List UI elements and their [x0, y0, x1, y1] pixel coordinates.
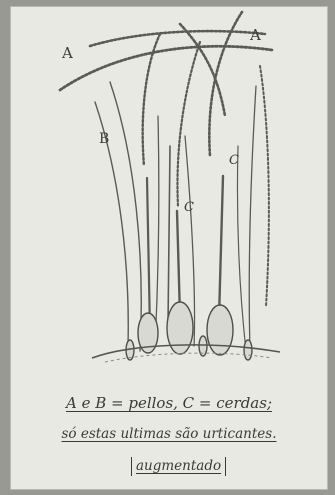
bristle-c-4	[168, 146, 170, 326]
bristle-c-1	[147, 178, 150, 331]
label-a-right: A	[250, 28, 261, 43]
hair-b-5	[249, 86, 256, 351]
label-c-center: C	[184, 201, 194, 214]
follicle-3	[207, 305, 233, 355]
caption-line-3: augmentado	[131, 457, 226, 476]
follicle-2	[167, 302, 193, 354]
bristle-c-3	[219, 176, 223, 318]
hair-bristle-illustration	[10, 6, 328, 490]
follicle-6	[244, 340, 252, 360]
caption-line-1: A e B = pellos, C = cerdas;	[10, 394, 328, 412]
drawing-sheet: A A B C C A e B = pellos, C = cerdas; só…	[10, 6, 328, 490]
hair-a-arch-4	[209, 12, 242, 156]
hair-b-6	[237, 146, 246, 351]
label-c-right: C	[229, 154, 239, 167]
hair-b-2	[110, 82, 141, 351]
hair-b-3	[155, 116, 159, 346]
hair-a-arch-1	[60, 46, 272, 90]
caption-line-2: só estas ultimas são urticantes.	[10, 426, 328, 442]
hair-a-arch-2	[90, 31, 265, 46]
bristle-c-2	[177, 211, 180, 316]
hair-a-arch-7	[260, 66, 269, 306]
label-a-left: A	[62, 46, 73, 61]
label-b: B	[99, 132, 109, 146]
